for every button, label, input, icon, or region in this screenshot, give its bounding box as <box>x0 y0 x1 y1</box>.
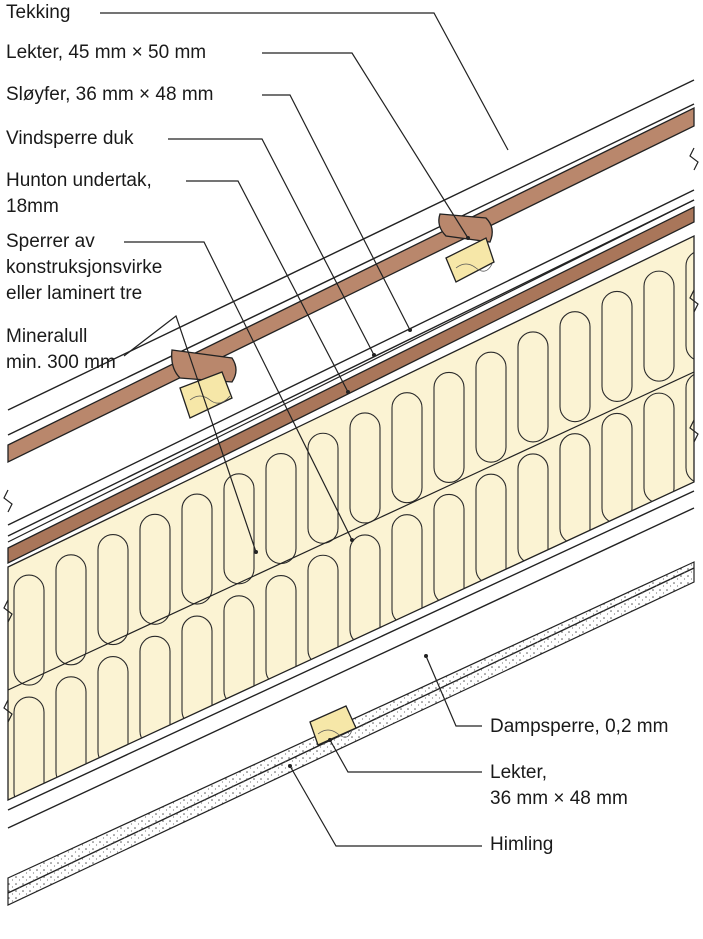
label-mineralull-2: min. 300 mm <box>6 352 116 373</box>
insulation-coil <box>559 311 591 423</box>
insulation-coil <box>139 513 171 625</box>
label-lekter-bottom-1: Lekter, <box>490 762 548 783</box>
label-mineralull-1: Mineralull <box>6 326 88 347</box>
lekter-top-left <box>179 371 233 419</box>
insulation-coil <box>13 696 45 800</box>
insulation-coil <box>181 493 213 605</box>
lekter-bottom <box>309 705 357 746</box>
insulation-coil <box>391 392 423 504</box>
insulation-coil <box>349 412 381 524</box>
leader-sperrer <box>124 241 353 541</box>
insulation-coil <box>601 290 633 402</box>
insulation-coil <box>475 351 507 463</box>
leader-dampsperre <box>425 655 482 727</box>
insulation-coil <box>97 534 129 646</box>
leader-mineralull <box>123 315 257 553</box>
insulation-coil <box>433 371 465 484</box>
leader-sloyfer <box>262 94 411 331</box>
insulation-coil <box>643 270 675 382</box>
label-himling: Himling <box>490 834 554 855</box>
insulation-coil <box>55 554 87 666</box>
leader-lekter-bottom <box>329 739 482 773</box>
insulation-coil <box>307 432 339 544</box>
insulation-coil <box>13 574 45 686</box>
label-hunton-2: 18mm <box>6 196 59 217</box>
label-lekter-top: Lekter, 45 mm × 50 mm <box>6 42 207 63</box>
mineralull-insulation <box>7 234 695 802</box>
leader-tekking <box>100 12 509 151</box>
leader-himling <box>289 765 482 847</box>
label-sloyfer: Sløyfer, 36 mm × 48 mm <box>6 84 214 105</box>
dampsperre-line <box>7 490 695 811</box>
label-sperrer-3: eller laminert tre <box>6 283 143 304</box>
label-lekter-bottom-2: 36 mm × 48 mm <box>490 788 628 809</box>
insulation-coil <box>685 250 694 362</box>
label-dampsperre: Dampsperre, 0,2 mm <box>490 716 669 737</box>
label-vindsperre: Vindsperre duk <box>6 128 134 149</box>
insulation-coil <box>223 473 255 585</box>
leader-hunton <box>186 180 349 393</box>
label-sperrer-2: konstruksjonsvirke <box>6 257 163 278</box>
label-sperrer-1: Sperrer av <box>6 231 95 252</box>
lekter-top-right <box>445 237 495 283</box>
tile-hook-right <box>438 213 493 243</box>
insulation-coil <box>685 372 694 484</box>
leader-lekter-top <box>262 52 469 239</box>
label-hunton-1: Hunton undertak, <box>6 170 152 191</box>
himling-board <box>7 561 695 906</box>
label-tekking: Tekking <box>6 2 71 23</box>
leader-vindsperre <box>168 138 375 356</box>
insulation-coil <box>517 331 549 443</box>
hunton-undertak-board <box>7 205 695 565</box>
